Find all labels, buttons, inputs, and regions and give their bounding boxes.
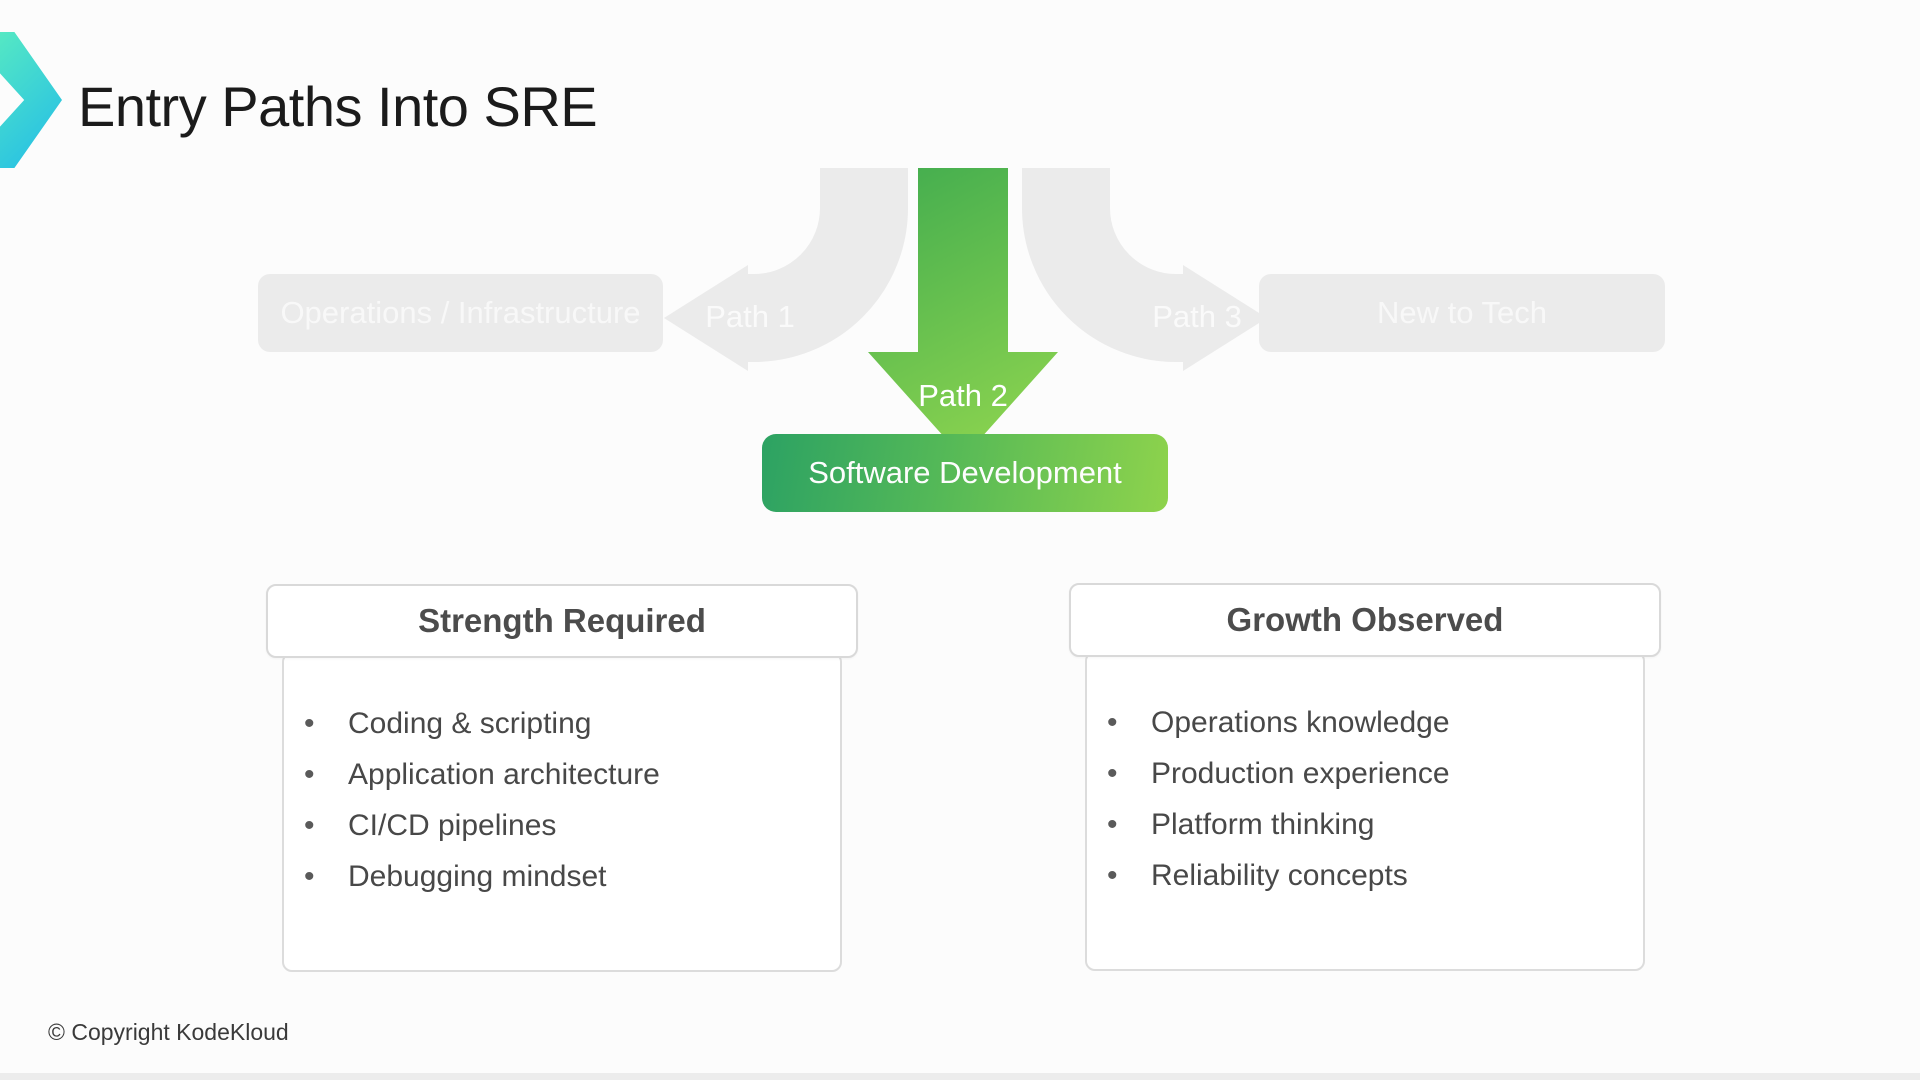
kodekloud-chevron-logo-icon: [0, 32, 62, 168]
operations-infrastructure-box: Operations / Infrastructure: [258, 274, 663, 352]
list-item: Debugging mindset: [284, 851, 840, 902]
software-development-box: Software Development: [762, 434, 1168, 512]
list-item: CI/CD pipelines: [284, 800, 840, 851]
list-item: Platform thinking: [1087, 799, 1643, 850]
list-item: Operations knowledge: [1087, 697, 1643, 748]
growth-observed-card-title: Growth Observed: [1069, 583, 1661, 657]
strength-required-card: Coding & scripting Application architect…: [282, 652, 842, 972]
growth-observed-list: Operations knowledge Production experien…: [1087, 697, 1643, 901]
strength-required-card-title: Strength Required: [266, 584, 858, 658]
path2-down-arrow-icon: [868, 168, 1058, 458]
list-item: Application architecture: [284, 749, 840, 800]
path3-label: Path 3: [1152, 299, 1242, 334]
copyright-text: © Copyright KodeKloud: [48, 1019, 289, 1045]
path2-label: Path 2: [918, 378, 1008, 413]
list-item: Reliability concepts: [1087, 850, 1643, 901]
path1-curved-arrow-icon: [664, 168, 908, 371]
path3-curved-arrow-icon: [1022, 168, 1267, 371]
page-title: Entry Paths Into SRE: [78, 75, 598, 138]
path1-label: Path 1: [705, 299, 795, 334]
growth-observed-card: Operations knowledge Production experien…: [1085, 651, 1645, 971]
list-item: Coding & scripting: [284, 698, 840, 749]
strength-required-list: Coding & scripting Application architect…: [284, 698, 840, 902]
bottom-strip: [0, 1073, 1920, 1080]
list-item: Production experience: [1087, 748, 1643, 799]
new-to-tech-box: New to Tech: [1259, 274, 1665, 352]
